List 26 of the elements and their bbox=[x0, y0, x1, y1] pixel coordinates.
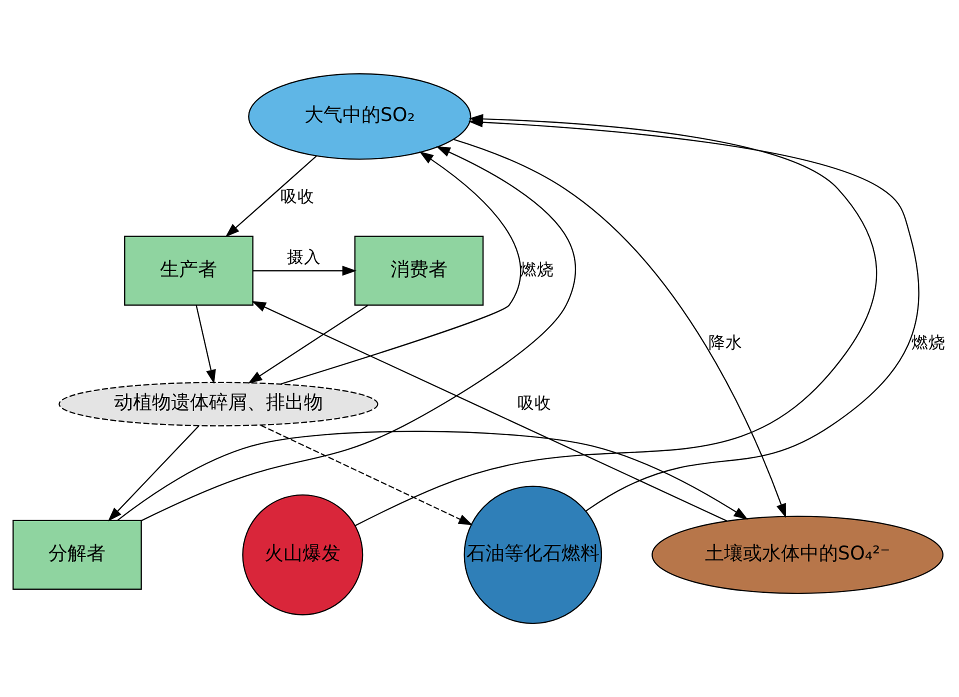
arrow bbox=[196, 305, 216, 384]
arrow bbox=[252, 301, 728, 522]
arrow bbox=[225, 156, 317, 238]
node-box: 分解者 bbox=[12, 520, 142, 590]
edge-label: 燃烧 bbox=[912, 333, 946, 352]
node-box: 生产者 bbox=[124, 236, 254, 306]
arrow bbox=[252, 266, 357, 276]
arrow bbox=[280, 151, 521, 385]
edge-label: 降水 bbox=[708, 333, 743, 352]
node-ellipse: 大气中的SO₂ bbox=[248, 73, 472, 160]
arrow bbox=[260, 424, 473, 526]
node-ellipse: 土壤或水体中的SO₄²⁻ bbox=[652, 516, 944, 594]
edge-label: 吸收 bbox=[518, 393, 552, 412]
node-circle: 石油等化石燃料 bbox=[464, 486, 602, 624]
node-ellipse: 动植物遗体碎屑、排出物 bbox=[58, 382, 378, 426]
arrow bbox=[141, 146, 576, 522]
edge-label: 吸收 bbox=[280, 187, 314, 206]
arrow bbox=[108, 426, 200, 522]
node-box: 消费者 bbox=[354, 236, 484, 306]
arrow bbox=[468, 117, 920, 512]
arrow bbox=[117, 430, 748, 521]
node-circle: 火山爆发 bbox=[242, 494, 364, 616]
arrow bbox=[248, 304, 368, 384]
arrow bbox=[453, 138, 786, 518]
edge-label: 摄入 bbox=[286, 248, 321, 267]
edge-label: 燃烧 bbox=[520, 260, 554, 280]
